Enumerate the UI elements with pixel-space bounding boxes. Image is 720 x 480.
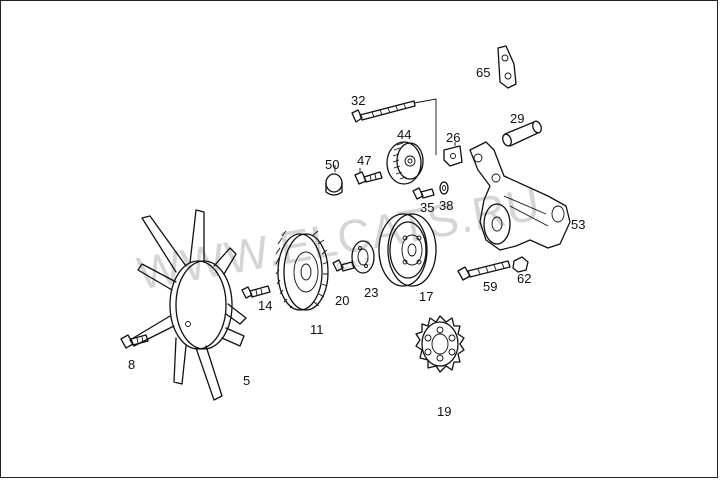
- callout-59: 59: [483, 279, 497, 294]
- callout-35: 35: [420, 200, 434, 215]
- callout-5: 5: [243, 373, 250, 388]
- part-47-bolt: [354, 171, 383, 185]
- part-53-tensioner-arm: [469, 141, 571, 251]
- part-29-sleeve: [502, 120, 542, 147]
- part-35-bolt: [412, 187, 435, 200]
- callout-26: 26: [446, 130, 460, 145]
- callout-19: 19: [437, 404, 451, 419]
- callout-53: 53: [571, 217, 585, 232]
- part-50-cap: [325, 173, 343, 196]
- callout-44: 44: [397, 127, 411, 142]
- callout-17: 17: [419, 289, 433, 304]
- part-44-idler-pulley: [386, 141, 424, 185]
- callout-62: 62: [517, 271, 531, 286]
- part-14-bolt: [241, 285, 271, 299]
- part-32-long-bolt: [351, 98, 437, 155]
- part-11-fan-clutch: [275, 230, 329, 311]
- part-23-plate: [351, 240, 375, 274]
- part-17-pulley: [378, 213, 437, 287]
- callout-32: 32: [351, 93, 365, 108]
- callout-38: 38: [439, 198, 453, 213]
- callout-8: 8: [128, 357, 135, 372]
- part-8-bolt: [120, 334, 149, 349]
- part-19-gear: [415, 315, 465, 373]
- part-20-bolt: [332, 259, 355, 272]
- part-26-small-bracket: [443, 145, 463, 167]
- callout-29: 29: [510, 111, 524, 126]
- callout-labels: 65 32 29 44 26 50 47 35 38 53 14 20 23 1…: [128, 65, 585, 419]
- callout-65: 65: [476, 65, 490, 80]
- part-59-bolt: [457, 260, 511, 281]
- callout-11: 11: [310, 322, 324, 337]
- part-65-bracket: [497, 45, 517, 89]
- leader-lines: [334, 142, 456, 173]
- callout-47: 47: [357, 153, 371, 168]
- callout-14: 14: [258, 298, 272, 313]
- callout-23: 23: [364, 285, 378, 300]
- part-62-nut: [512, 256, 529, 273]
- part-38-washer: [439, 181, 449, 195]
- callout-20: 20: [335, 293, 349, 308]
- callout-50: 50: [325, 157, 339, 172]
